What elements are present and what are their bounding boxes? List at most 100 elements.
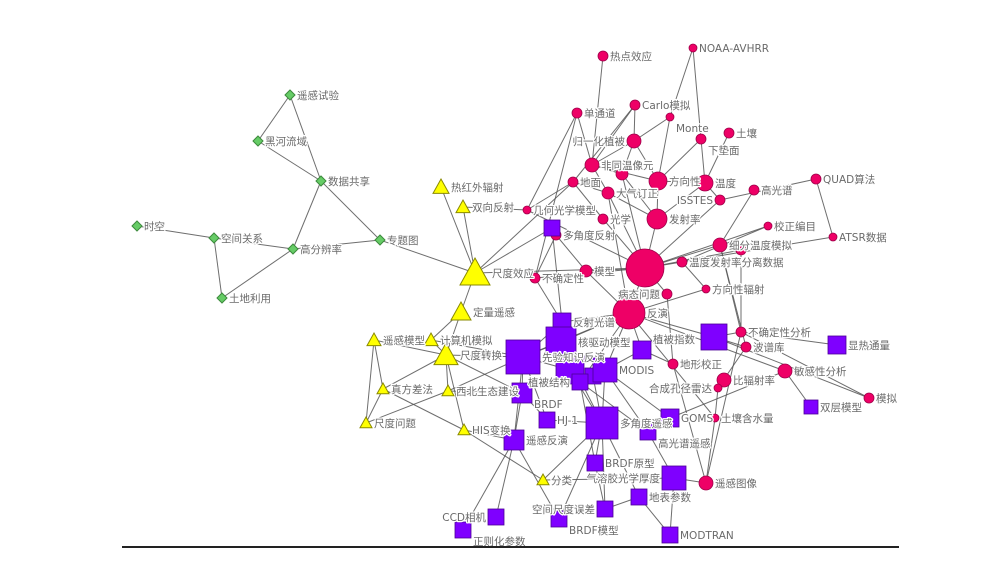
node-q20[interactable] (487, 508, 505, 526)
triangle-node-marker (441, 383, 455, 397)
node-q22[interactable] (454, 521, 472, 539)
node-y11[interactable] (457, 422, 471, 436)
node-q8[interactable] (592, 357, 618, 383)
node-p22[interactable] (763, 221, 773, 231)
edge-g8-g6 (221, 248, 294, 299)
node-q17[interactable] (661, 465, 687, 491)
node-p6[interactable] (626, 133, 642, 149)
node-q18[interactable] (630, 488, 648, 506)
edge-y7-y11 (445, 354, 465, 431)
node-label: 植被结构 (528, 376, 570, 389)
node-g6[interactable] (287, 243, 299, 255)
node-p24[interactable] (712, 237, 728, 253)
node-p31[interactable] (661, 288, 673, 300)
edge-q13-p35 (669, 370, 786, 419)
label-layer: 遥感试验黑河流域数据共享时空空间关系高分辨率专题图土地利用热红外辐射双向反射尺度… (143, 42, 899, 550)
node-q11[interactable] (538, 411, 556, 429)
node-p17[interactable] (714, 194, 726, 206)
node-p13[interactable] (567, 176, 579, 188)
node-p28[interactable] (579, 264, 593, 278)
node-q1[interactable] (543, 219, 561, 237)
node-q9[interactable] (571, 373, 589, 391)
node-p23[interactable] (828, 232, 838, 242)
edge-p26-p30 (681, 261, 707, 290)
node-y12[interactable] (536, 472, 550, 486)
node-q21[interactable] (550, 510, 568, 528)
node-q16[interactable] (586, 454, 604, 472)
node-p12[interactable] (696, 174, 714, 192)
node-p11[interactable] (615, 167, 629, 181)
node-q10[interactable] (511, 382, 533, 404)
node-g1[interactable] (284, 89, 296, 101)
node-q25[interactable] (700, 323, 728, 351)
node-p20[interactable] (597, 213, 609, 225)
node-y8[interactable] (376, 381, 390, 395)
node-p35[interactable] (777, 363, 793, 379)
node-p41[interactable] (698, 475, 714, 491)
node-p10[interactable] (648, 171, 668, 191)
node-label: 模型 (594, 265, 615, 278)
node-p7[interactable] (695, 133, 707, 145)
node-p26[interactable] (676, 256, 688, 268)
node-y7[interactable] (433, 341, 459, 366)
node-y2[interactable] (455, 198, 471, 214)
node-p29[interactable] (529, 272, 541, 284)
node-p14[interactable] (601, 186, 615, 200)
node-p27[interactable] (625, 248, 665, 288)
node-q19[interactable] (596, 500, 614, 518)
node-q24[interactable] (827, 335, 847, 355)
node-p1[interactable] (597, 50, 609, 62)
node-y3[interactable] (459, 256, 491, 286)
node-q23[interactable] (661, 526, 679, 544)
node-p30[interactable] (701, 284, 711, 294)
node-g5[interactable] (208, 232, 220, 244)
node-p37[interactable] (716, 372, 732, 388)
node-p19[interactable] (646, 208, 668, 230)
node-q5[interactable] (632, 340, 652, 360)
node-p15[interactable] (748, 184, 760, 196)
node-p39[interactable] (710, 413, 720, 423)
node-p3[interactable] (571, 107, 583, 119)
square-node-marker (511, 382, 533, 404)
node-q15[interactable] (503, 429, 525, 451)
node-q12[interactable] (585, 406, 619, 440)
node-p5[interactable] (665, 112, 675, 122)
circle-node-marker (777, 363, 793, 379)
node-p25[interactable] (735, 244, 747, 256)
node-p36[interactable] (667, 358, 679, 370)
node-q4[interactable] (505, 339, 541, 375)
node-p2[interactable] (688, 43, 698, 53)
node-p8[interactable] (723, 127, 735, 139)
node-label: 分类 (551, 474, 572, 487)
node-g8[interactable] (216, 292, 228, 304)
node-p16[interactable] (810, 173, 822, 185)
node-g2[interactable] (252, 135, 264, 147)
edge-y7-y8 (382, 354, 447, 390)
circle-node-marker (701, 284, 711, 294)
node-p33[interactable] (735, 326, 747, 338)
edge-g6-g7 (292, 239, 381, 250)
node-g7[interactable] (374, 234, 386, 246)
node-p40[interactable] (863, 392, 875, 404)
node-p18[interactable] (522, 205, 532, 215)
node-q14[interactable] (639, 423, 657, 441)
node-p34[interactable] (740, 341, 752, 353)
node-p9[interactable] (584, 157, 600, 173)
node-y5[interactable] (366, 331, 382, 347)
node-label: 非同温像元 (601, 160, 654, 172)
edge-q15-q21 (513, 439, 560, 520)
node-y1[interactable] (432, 177, 450, 194)
node-q26[interactable] (803, 399, 819, 415)
node-q3[interactable] (545, 326, 577, 358)
node-y6[interactable] (423, 331, 439, 347)
node-p32[interactable] (612, 296, 646, 330)
node-p4[interactable] (629, 99, 641, 111)
node-y9[interactable] (441, 383, 455, 397)
node-y4[interactable] (450, 300, 472, 321)
node-q13[interactable] (660, 408, 680, 428)
circle-node-marker (529, 272, 541, 284)
node-g4[interactable] (131, 220, 143, 232)
node-y10[interactable] (359, 415, 373, 429)
node-p38[interactable] (713, 383, 723, 393)
node-g3[interactable] (315, 175, 327, 187)
